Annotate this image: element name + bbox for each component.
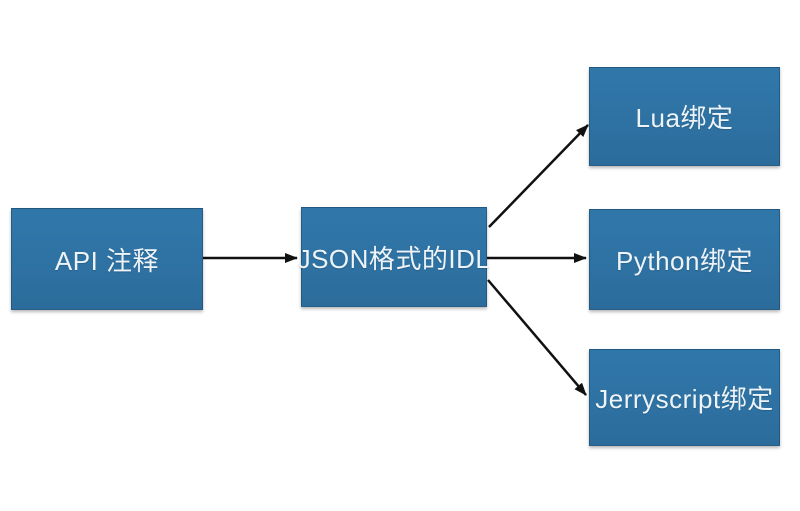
node-lua-binding: Lua绑定 (589, 67, 780, 166)
node-jerryscript-binding: Jerryscript绑定 (589, 349, 780, 446)
node-json-idl: JSON格式的IDL (298, 207, 490, 307)
node-python-binding-label: Python绑定 (616, 246, 753, 276)
node-json-idl-label: JSON格式的IDL (297, 243, 491, 274)
node-lua-binding-label: Lua绑定 (635, 103, 734, 133)
edge-idl-to-jerryscript (487, 279, 587, 396)
node-api-annotation-label: API 注释 (54, 245, 160, 276)
node-jerryscript-binding-label: Jerryscript绑定 (595, 384, 774, 414)
node-api-annotation: API 注释 (11, 208, 203, 310)
node-python-binding: Python绑定 (589, 209, 780, 310)
edge-idl-to-lua (488, 124, 589, 228)
